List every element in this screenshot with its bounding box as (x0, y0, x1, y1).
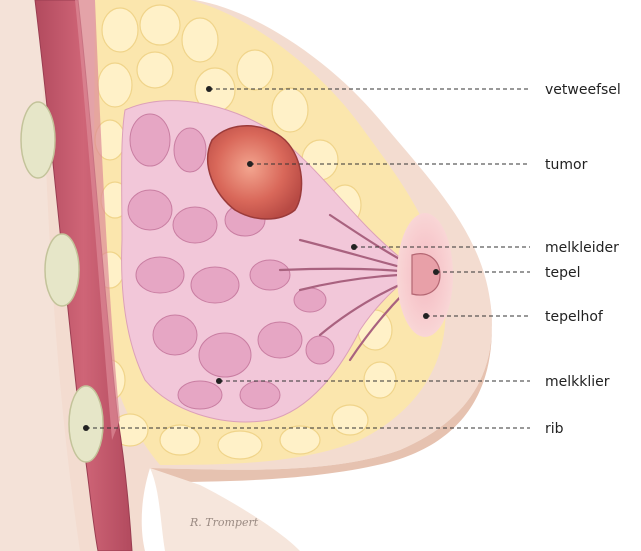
label-tumor: tumor (545, 157, 588, 173)
dot-rib (83, 425, 89, 431)
label-tepelhof: tepelhof (545, 309, 604, 325)
dot-areola (423, 313, 429, 319)
dot-gland (216, 378, 222, 384)
dot-tumor (247, 161, 253, 167)
dot-duct (351, 244, 357, 250)
labels: vetweefsel tumor melkleider tepel tepelh… (545, 82, 621, 437)
label-tepel: tepel (545, 265, 581, 281)
label-vetweefsel: vetweefsel (545, 82, 621, 98)
label-rib: rib (545, 421, 564, 437)
label-melkleider: melkleider (545, 240, 619, 256)
dot-fat (206, 86, 212, 92)
dot-nipple (433, 269, 439, 275)
artist-signature: R. Trompert (189, 516, 259, 529)
label-melkklier: melkklier (545, 374, 610, 390)
